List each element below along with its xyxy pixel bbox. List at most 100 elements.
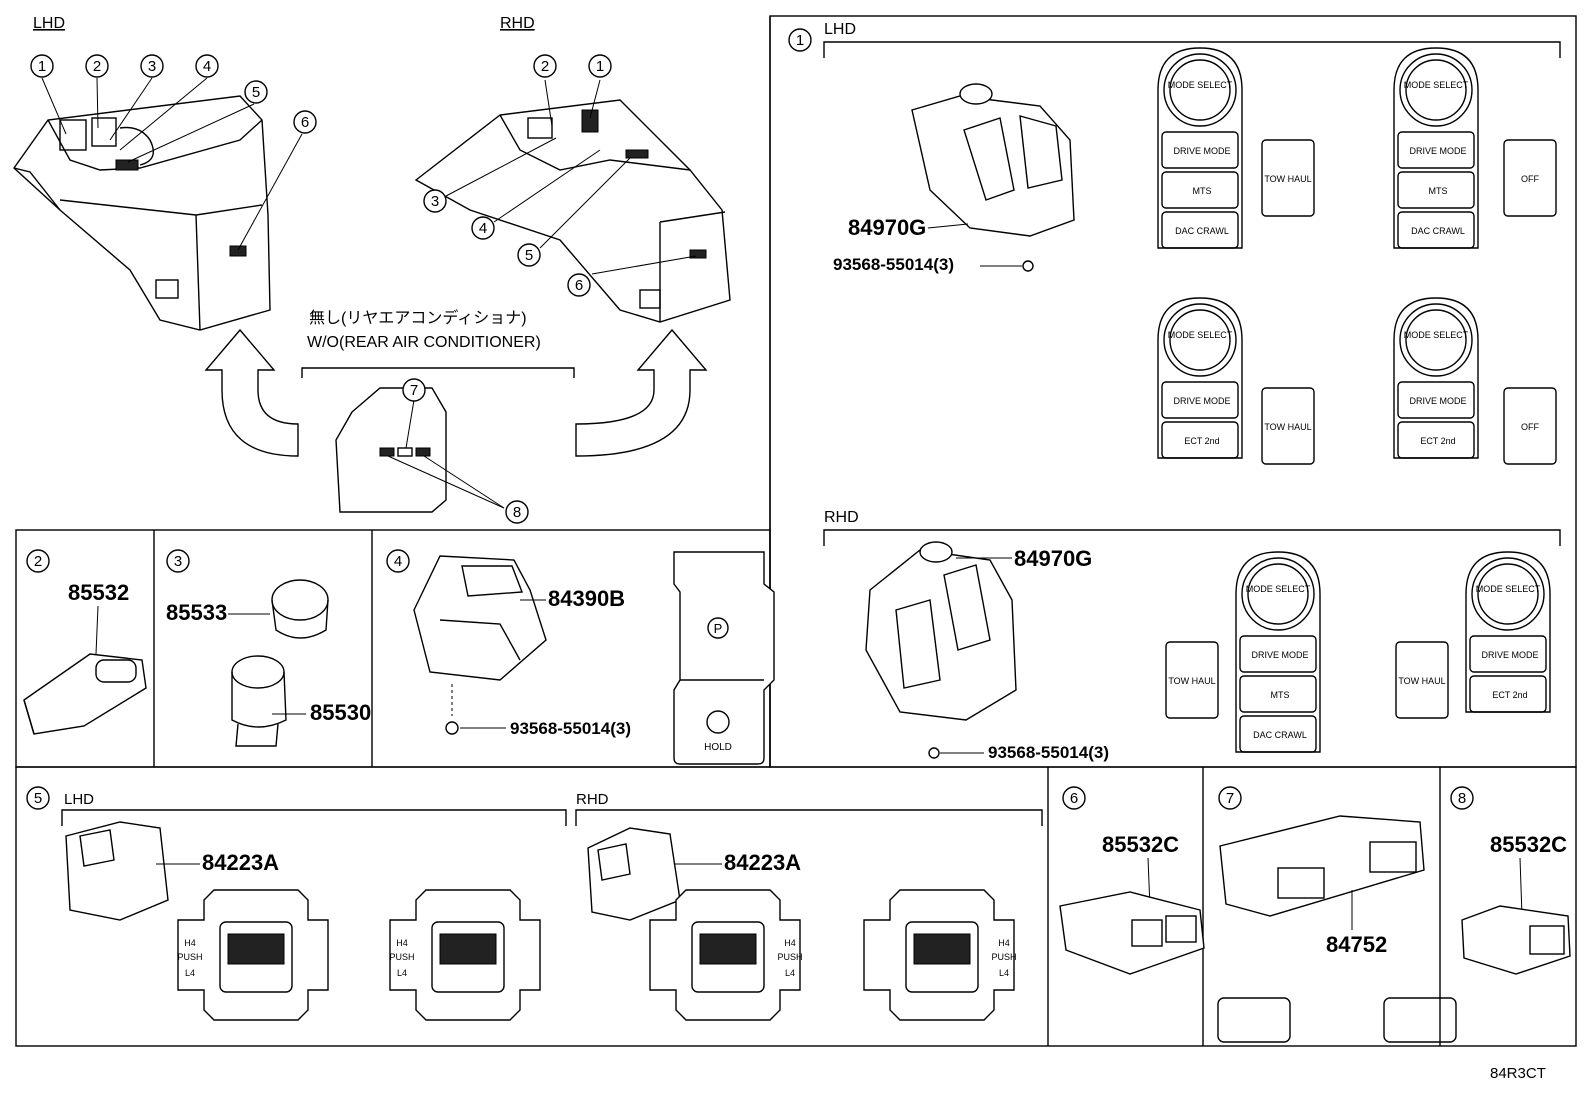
center-callout-8: 8 xyxy=(513,504,521,521)
switch-cell-label: ECT 2nd xyxy=(1492,690,1527,700)
panel-1-part-lhd: 84970G xyxy=(848,215,926,240)
panel-6-index: 6 xyxy=(1070,790,1078,807)
lhd-callout-5: 5 xyxy=(252,84,260,101)
panel-5-part-rhd: 84223A xyxy=(724,850,801,875)
off-switch-label: TOW HAUL xyxy=(1398,676,1445,686)
panel-2: 2 85532 xyxy=(23,549,147,735)
panel-3-part-b: 85530 xyxy=(310,700,371,725)
panel-5-rhd-label: RHD xyxy=(576,791,609,808)
panel-7-part: 84752 xyxy=(1326,932,1387,957)
off-switch-label: TOW HAUL xyxy=(1264,174,1311,184)
push-label: PUSH xyxy=(991,952,1016,962)
rhd-callout-6: 6 xyxy=(575,277,583,294)
push-label: PUSH xyxy=(777,952,802,962)
panel-3-index: 3 xyxy=(174,553,182,570)
rhd-callout-3: 3 xyxy=(431,193,439,210)
overview-rhd-label: RHD xyxy=(500,15,535,32)
switch-cell-label: DRIVE MODE xyxy=(1481,650,1538,660)
panel-1: 1 LHD 84970G 93568-55014(3) MODE SELECT D… xyxy=(788,21,1561,762)
center-callout-7: 7 xyxy=(410,382,418,399)
mode-select-label: MODE SELECT xyxy=(1168,330,1233,340)
lhd-bezel-d: MODE SELECT DRIVE MODE ECT 2nd xyxy=(1393,297,1479,459)
rhd-tow-haul-switch-2: TOW HAUL xyxy=(1395,641,1449,719)
panel-1-part-rhd: 84970G xyxy=(1014,546,1092,571)
panel-5-index: 5 xyxy=(34,790,42,807)
panel-1-switch-layouts: MODE SELECT DRIVE MODE MTS DAC CRAWL TOW HAU… xyxy=(1157,47,1557,753)
mode-select-label: MODE SELECT xyxy=(1246,584,1311,594)
panel-1-rhd-label: RHD xyxy=(824,509,859,526)
wo-note: W/O(REAR AIR CONDITIONER) xyxy=(307,334,541,351)
switch-cell-label: DAC CRAWL xyxy=(1411,226,1465,236)
off-switch-label: OFF xyxy=(1521,422,1539,432)
lhd-callout-3: 3 xyxy=(148,58,156,75)
switch-cell-label: DRIVE MODE xyxy=(1409,396,1466,406)
h4-label: H4 xyxy=(784,938,796,948)
panel-4-hold-label: HOLD xyxy=(704,742,732,753)
rhd-callout-2: 2 xyxy=(541,58,549,75)
rhd-callout-4: 4 xyxy=(479,220,487,237)
panel-8-part: 85532C xyxy=(1490,832,1567,857)
off-switch-label: TOW HAUL xyxy=(1168,676,1215,686)
push-label: PUSH xyxy=(389,952,414,962)
panel-2-part: 85532 xyxy=(68,580,129,605)
off-switch-label: TOW HAUL xyxy=(1264,422,1311,432)
mode-select-label: MODE SELECT xyxy=(1404,330,1469,340)
panel-4-parking-label: P xyxy=(714,621,723,636)
panel-3: 3 85533 85530 xyxy=(166,549,371,747)
overview-rhd: RHD 2 1 3 4 5 6 xyxy=(414,15,731,323)
panel-1-screw-lhd: 93568-55014(3) xyxy=(833,255,954,274)
l4-label: L4 xyxy=(785,968,795,978)
h4-label: H4 xyxy=(184,938,196,948)
lhd-tow-haul-switch: TOW HAUL xyxy=(1261,139,1315,217)
switch-cell-label: ECT 2nd xyxy=(1184,436,1219,446)
lhd-callout-6: 6 xyxy=(301,114,309,131)
footer-code: 84R3CT xyxy=(1490,1065,1546,1082)
l4-label: L4 xyxy=(185,968,195,978)
rhd-bezel-b: MODE SELECT DRIVE MODE ECT 2nd xyxy=(1465,551,1551,713)
switch-cell-label: MTS xyxy=(1193,186,1212,196)
h4-label: H4 xyxy=(998,938,1010,948)
l4-label: L4 xyxy=(999,968,1009,978)
push-label: PUSH xyxy=(177,952,202,962)
panel-4: 4 84390B 93568-55014(3) P HOLD xyxy=(386,549,775,765)
h4-label: H4 xyxy=(396,938,408,948)
panel-4-screw: 93568-55014(3) xyxy=(510,719,631,738)
panel-3-part-a: 85533 xyxy=(166,600,227,625)
lhd-off-switch-2: OFF xyxy=(1503,387,1557,465)
switch-cell-label: DRIVE MODE xyxy=(1173,396,1230,406)
lhd-bezel-c: MODE SELECT DRIVE MODE ECT 2nd xyxy=(1157,297,1243,459)
lhd-callout-4: 4 xyxy=(203,58,211,75)
switch-cell-label: DRIVE MODE xyxy=(1409,146,1466,156)
switch-cell-label: DRIVE MODE xyxy=(1173,146,1230,156)
panel-8-index: 8 xyxy=(1458,790,1466,807)
panel-1-index: 1 xyxy=(796,32,804,49)
lhd-bezel-b: MODE SELECT DRIVE MODE MTS DAC CRAWL xyxy=(1393,47,1479,249)
panel-5-lhd-label: LHD xyxy=(64,791,94,808)
panel-1-lhd-label: LHD xyxy=(824,21,856,38)
l4-label: L4 xyxy=(397,968,407,978)
overview-lhd: LHD 1 2 3 4 5 6 xyxy=(13,15,317,331)
switch-cell-label: MTS xyxy=(1271,690,1290,700)
switch-cell-label: ECT 2nd xyxy=(1420,436,1455,446)
panel-6-part: 85532C xyxy=(1102,832,1179,857)
rhd-tow-haul-switch: TOW HAUL xyxy=(1165,641,1219,719)
switch-cell-label: DRIVE MODE xyxy=(1251,650,1308,660)
overview-center: 無し(リヤエアコンディショナ) W/O(REAR AIR CONDITIONER… xyxy=(301,308,575,524)
lhd-callout-1: 1 xyxy=(38,58,46,75)
mode-select-label: MODE SELECT xyxy=(1476,584,1541,594)
jp-note: 無し(リヤエアコンディショナ) xyxy=(309,308,527,327)
flow-arrows xyxy=(204,328,708,457)
switch-cell-label: MTS xyxy=(1429,186,1448,196)
panel-4-index: 4 xyxy=(394,553,402,570)
panel-7-index: 7 xyxy=(1226,790,1234,807)
lhd-off-switch: OFF xyxy=(1503,139,1557,217)
mode-select-label: MODE SELECT xyxy=(1404,80,1469,90)
panel-5-part-lhd: 84223A xyxy=(202,850,279,875)
rhd-callout-1: 1 xyxy=(596,58,604,75)
